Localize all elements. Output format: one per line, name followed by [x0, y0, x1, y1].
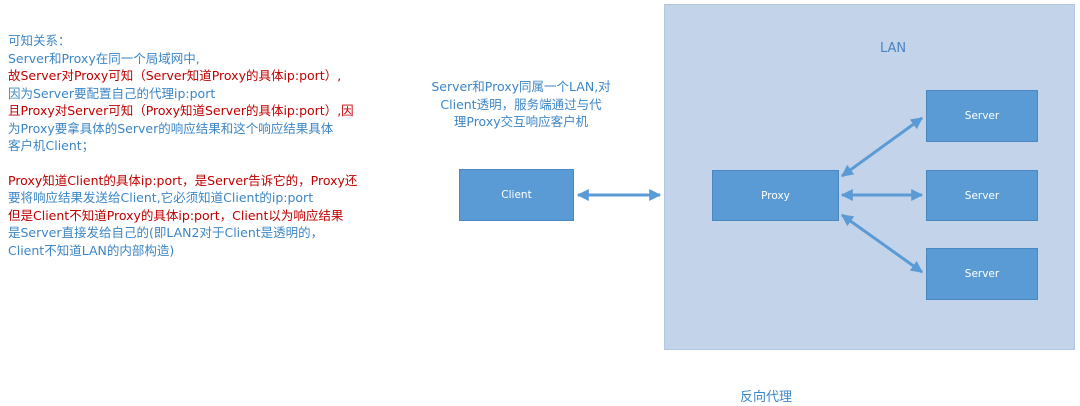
note-line: 为Proxy要拿具体的Server的响应结果和这个响应结果具体 — [8, 120, 334, 136]
note-line: 故Server对Proxy可知（Server知道Proxy的具体ip:port）… — [8, 68, 342, 83]
proxy-server1-arrow — [841, 116, 923, 178]
proxy-server3-arrow — [841, 213, 923, 274]
client-node: Client — [459, 169, 574, 221]
transparency-note-line: Client透明，服务端通过与代 — [440, 96, 602, 112]
relationship-notes: 可知关系： Server和Proxy在同一个局域网中, 故Server对Prox… — [8, 32, 408, 259]
diagram-caption: 反向代理 — [740, 390, 793, 405]
note-line: 且Proxy对Server可知（Proxy知道Server的具体ip:port）… — [8, 103, 354, 118]
server-label: Server — [964, 268, 1000, 280]
transparency-note: Server和Proxy同属一个LAN,对 Client透明，服务端通过与代 理… — [416, 78, 626, 131]
transparency-note-line: Server和Proxy同属一个LAN,对 — [431, 79, 611, 94]
note-line: 因为Server要配置自己的代理ip:port — [8, 85, 216, 101]
note-line: 但是Client不知道Proxy的具体ip:port，Client以为响应结果 — [8, 207, 344, 223]
server-node-2: Server — [926, 170, 1038, 221]
note-line: Proxy知道Client的具体ip:port，是Server告诉它的，Prox… — [8, 172, 358, 188]
lan-label: LAN — [880, 41, 907, 56]
transparency-note-line: 理Proxy交互响应客户机 — [453, 114, 589, 129]
proxy-label: Proxy — [761, 189, 790, 202]
note-line: 要将响应结果发送给Client,它必须知道Client的ip:port — [8, 190, 314, 205]
note-line: 客户机Client； — [8, 138, 95, 153]
server-label: Server — [964, 189, 1000, 202]
note-line: 可知关系： — [8, 33, 71, 48]
note-line: Client不知道LAN的内部构造) — [8, 242, 175, 258]
note-line: 是Server直接发给自己的(即LAN2对于Client是透明的， — [8, 225, 324, 240]
client-label: Client — [501, 189, 532, 201]
server-node-3: Server — [926, 248, 1038, 300]
server-label: Server — [964, 110, 1000, 122]
note-line: Server和Proxy在同一个局域网中, — [8, 50, 200, 66]
server-node-1: Server — [926, 90, 1038, 142]
proxy-node: Proxy — [712, 170, 839, 221]
